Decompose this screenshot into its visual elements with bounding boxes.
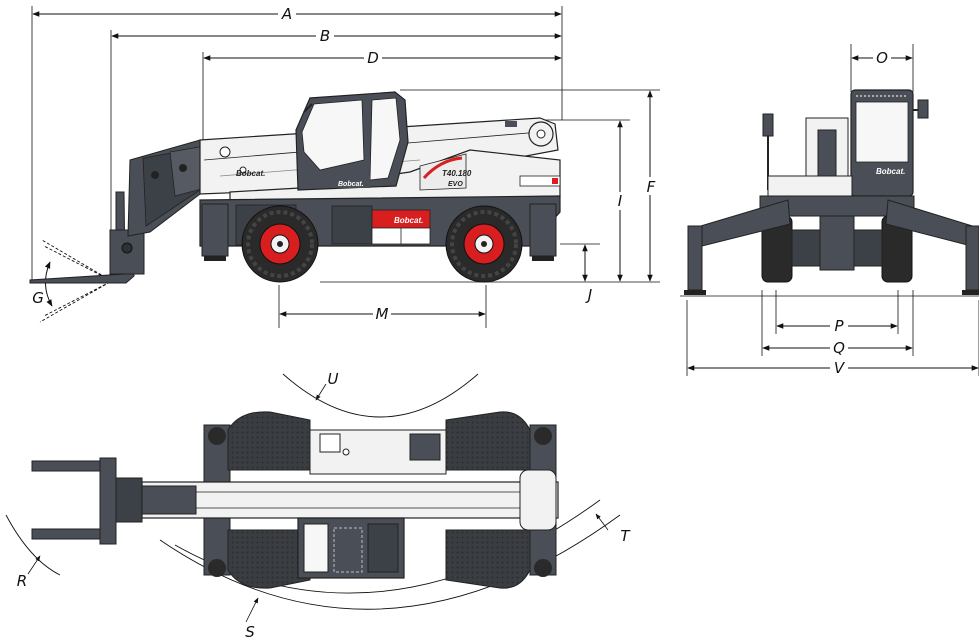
side-model-line1: T40.180 <box>442 169 472 178</box>
dimension-v: V <box>687 359 979 377</box>
dimension-label-a: A <box>281 5 292 23</box>
dimension-label-j: J <box>585 286 592 304</box>
dimension-label-s: S <box>245 623 255 641</box>
front-extension-lines <box>686 44 979 376</box>
side-model-line2: EVO <box>448 181 463 188</box>
dimension-m: M <box>279 305 486 323</box>
top-view: U T R S <box>5 370 631 641</box>
dimension-label-r: R <box>17 572 27 590</box>
dimension-q: Q <box>762 339 913 357</box>
side-extension-lines <box>31 6 660 328</box>
dimension-label-v: V <box>834 359 846 377</box>
front-view: O Bobcat. <box>680 44 979 377</box>
radius-leader-lines <box>27 383 609 623</box>
side-view: A B D F I J <box>29 5 660 328</box>
dimension-label-o: O <box>876 49 888 67</box>
stabilizers-side <box>201 203 557 261</box>
dimension-g-fork-tilt: G <box>32 239 111 323</box>
front-stabilizers <box>684 199 979 295</box>
front-wheel <box>445 205 523 283</box>
dimension-d: D <box>203 49 562 67</box>
dimension-p: P <box>776 317 898 335</box>
dimension-j: J <box>582 244 592 304</box>
dimension-label-i: I <box>618 192 623 210</box>
dimension-b: B <box>111 27 562 45</box>
dimension-o: O <box>851 49 913 67</box>
dimension-f: F <box>643 90 659 282</box>
dimension-label-p: P <box>834 317 844 335</box>
top-forks <box>31 457 143 545</box>
side-chassis-brand: Bobcat. <box>394 216 423 225</box>
front-boom <box>767 117 853 199</box>
dimension-label-d: D <box>367 49 379 67</box>
side-cab-brand: Bobcat. <box>338 181 364 188</box>
top-chassis <box>227 411 531 589</box>
dimension-label-t: T <box>620 527 631 545</box>
front-cab-brand: Bobcat. <box>876 167 905 176</box>
top-cab <box>297 517 405 579</box>
dimension-label-f: F <box>647 178 656 196</box>
dimension-label-u: U <box>328 370 339 388</box>
dimension-label-b: B <box>320 27 330 45</box>
dimension-label-m: M <box>376 305 389 323</box>
operator-cab: Bobcat. Bobcat. <box>236 91 409 191</box>
fork-carriage <box>29 191 145 284</box>
side-boom-brand: Bobcat. <box>236 169 265 178</box>
rear-wheel <box>241 205 319 283</box>
dimension-label-q: Q <box>833 339 845 357</box>
dimension-i: I <box>613 120 627 282</box>
front-chassis <box>759 195 915 283</box>
dimension-label-g: G <box>32 289 44 307</box>
dimension-a: A <box>32 5 562 23</box>
